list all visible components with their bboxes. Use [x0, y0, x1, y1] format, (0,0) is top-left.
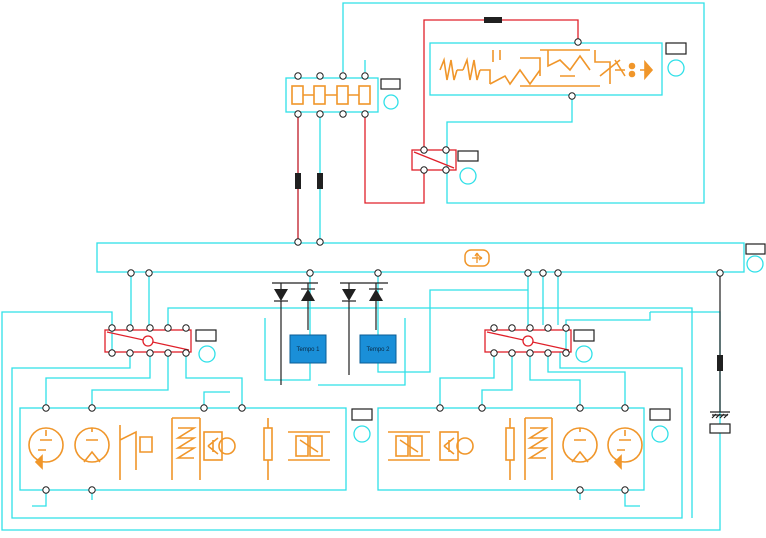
connection-port — [108, 349, 116, 357]
connection-port — [294, 110, 302, 118]
valve-mid-left-tag — [195, 329, 217, 342]
connection-port — [576, 486, 584, 494]
connection-port — [339, 110, 347, 118]
connection-port — [576, 404, 584, 412]
connection-port — [42, 486, 50, 494]
bus-center-symbol — [464, 249, 490, 267]
diode-group-right — [340, 282, 388, 330]
connection-port — [508, 349, 516, 357]
tempo-1-label: Tempo 1 — [296, 347, 320, 353]
actuator-panel-left — [19, 407, 347, 491]
connection-port — [126, 324, 134, 332]
valve-mid-left-indicator — [198, 345, 216, 363]
connection-port — [526, 349, 534, 357]
connection-port — [544, 324, 552, 332]
connection-port — [716, 269, 724, 277]
connection-ports — [42, 38, 724, 494]
connection-port — [88, 486, 96, 494]
valve-bank-top-right-symbols — [439, 49, 654, 87]
tempo-1-block[interactable]: Tempo 1 — [289, 334, 327, 364]
valve-group-top-left-tag — [380, 78, 401, 90]
valve-mid-right — [484, 329, 572, 353]
hydraulic-lines — [1, 2, 721, 531]
connection-port — [200, 404, 208, 412]
tempo-2-label: Tempo 2 — [366, 347, 390, 353]
connection-port — [420, 146, 428, 154]
connection-port — [182, 349, 190, 357]
actuator-panel-left-symbols — [28, 417, 330, 480]
connection-port — [442, 146, 450, 154]
bus-indicator — [746, 255, 764, 273]
connection-port — [294, 72, 302, 80]
pressure-lines — [295, 17, 579, 240]
connection-port — [339, 72, 347, 80]
connection-port — [621, 404, 629, 412]
connection-port — [146, 349, 154, 357]
tempo-2-block[interactable]: Tempo 2 — [359, 334, 397, 364]
connection-port — [108, 324, 116, 332]
connection-port — [316, 238, 324, 246]
valve-mid-right-indicator — [575, 345, 593, 363]
pressure-valve-top — [411, 149, 457, 171]
connection-port — [294, 238, 302, 246]
connection-port — [478, 404, 486, 412]
connection-port — [374, 269, 382, 277]
diode-feed-lines — [280, 330, 350, 385]
valve-bank-top-right-tag — [665, 42, 687, 55]
connection-port — [574, 38, 582, 46]
actuator-panel-left-indicator — [353, 425, 371, 443]
connection-port — [420, 166, 428, 174]
connection-port — [621, 486, 629, 494]
valve-mid-right-tag — [573, 329, 595, 342]
actuator-panel-left-tag — [351, 408, 373, 421]
valve-bank-top-right — [429, 42, 663, 96]
valve-group-top-left — [285, 77, 379, 113]
diode-group-left — [272, 282, 318, 330]
connection-port — [490, 324, 498, 332]
connection-port — [146, 324, 154, 332]
connection-port — [145, 269, 153, 277]
valve-mid-left — [104, 329, 192, 353]
connection-port — [544, 349, 552, 357]
connection-port — [316, 72, 324, 80]
connection-port — [306, 269, 314, 277]
connection-port — [554, 269, 562, 277]
connection-port — [526, 324, 534, 332]
connection-port — [539, 269, 547, 277]
connection-port — [568, 92, 576, 100]
connection-port — [238, 404, 246, 412]
pressure-valve-top-tag — [457, 150, 479, 162]
connection-port — [126, 349, 134, 357]
connection-port — [361, 110, 369, 118]
connection-port — [164, 349, 172, 357]
connection-port — [164, 324, 172, 332]
valve-group-top-left-spools — [291, 85, 371, 105]
connection-port — [490, 349, 498, 357]
connection-port — [508, 324, 516, 332]
connection-port — [524, 269, 532, 277]
connection-port — [562, 349, 570, 357]
actuator-panel-right-tag — [649, 408, 671, 421]
connection-port — [42, 404, 50, 412]
actuator-panel-right-indicator — [651, 425, 669, 443]
pressure-valve-top-indicator — [459, 167, 477, 185]
connection-port — [361, 72, 369, 80]
valve-group-top-left-indicator — [383, 94, 399, 110]
main-bus-block — [96, 242, 745, 273]
bus-label-tag — [745, 243, 766, 255]
connection-port — [436, 404, 444, 412]
connection-port — [127, 269, 135, 277]
connection-port — [88, 404, 96, 412]
connection-port — [316, 110, 324, 118]
ground-connection — [709, 272, 731, 434]
actuator-panel-right-symbols — [388, 417, 643, 480]
connection-port — [182, 324, 190, 332]
valve-bank-top-right-indicator — [667, 59, 685, 77]
connection-port — [442, 166, 450, 174]
actuator-panel-right — [377, 407, 645, 491]
connection-port — [562, 324, 570, 332]
